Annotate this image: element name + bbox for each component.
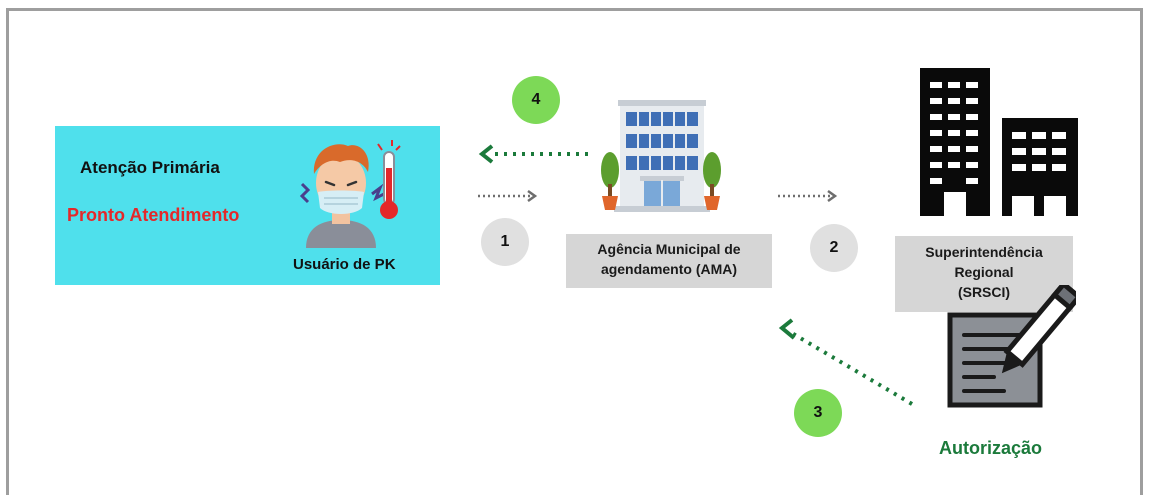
primary-care-title: Atenção Primária <box>80 158 220 177</box>
arrow-step-2 <box>778 189 838 203</box>
primary-care-box <box>55 126 440 285</box>
authorization-label: Autorização <box>939 438 1043 458</box>
arrow-step-1 <box>478 189 538 203</box>
primary-care-subtitle: Pronto Atendimento <box>67 205 240 225</box>
srsci-label-line1: Superintendência <box>925 244 1043 260</box>
arrow-step-3 <box>778 318 914 406</box>
step-4-badge: 4 <box>512 76 560 124</box>
office-towers-icon <box>920 68 1078 216</box>
step-3-badge: 3 <box>794 389 842 437</box>
ama-label-line2: agendamento (AMA) <box>600 261 738 277</box>
srsci-label-line2: Regional <box>954 264 1014 280</box>
patient-label: Usuário de PK <box>293 256 396 273</box>
step-1-badge: 1 <box>481 218 529 266</box>
ama-label-line1: Agência Municipal de <box>597 241 741 257</box>
srsci-label-box: Superintendência Regional (SRSCI) <box>895 236 1073 312</box>
srsci-label-line3: (SRSCI) <box>957 284 1011 300</box>
sick-person-thermometer-icon <box>299 140 401 248</box>
diagram-frame <box>6 8 1143 495</box>
step-2-badge: 2 <box>810 224 858 272</box>
ama-label-box: Agência Municipal de agendamento (AMA) <box>566 234 772 288</box>
municipal-building-icon <box>601 100 721 212</box>
arrow-step-4 <box>478 144 588 164</box>
signed-document-pen-icon <box>947 285 1076 408</box>
